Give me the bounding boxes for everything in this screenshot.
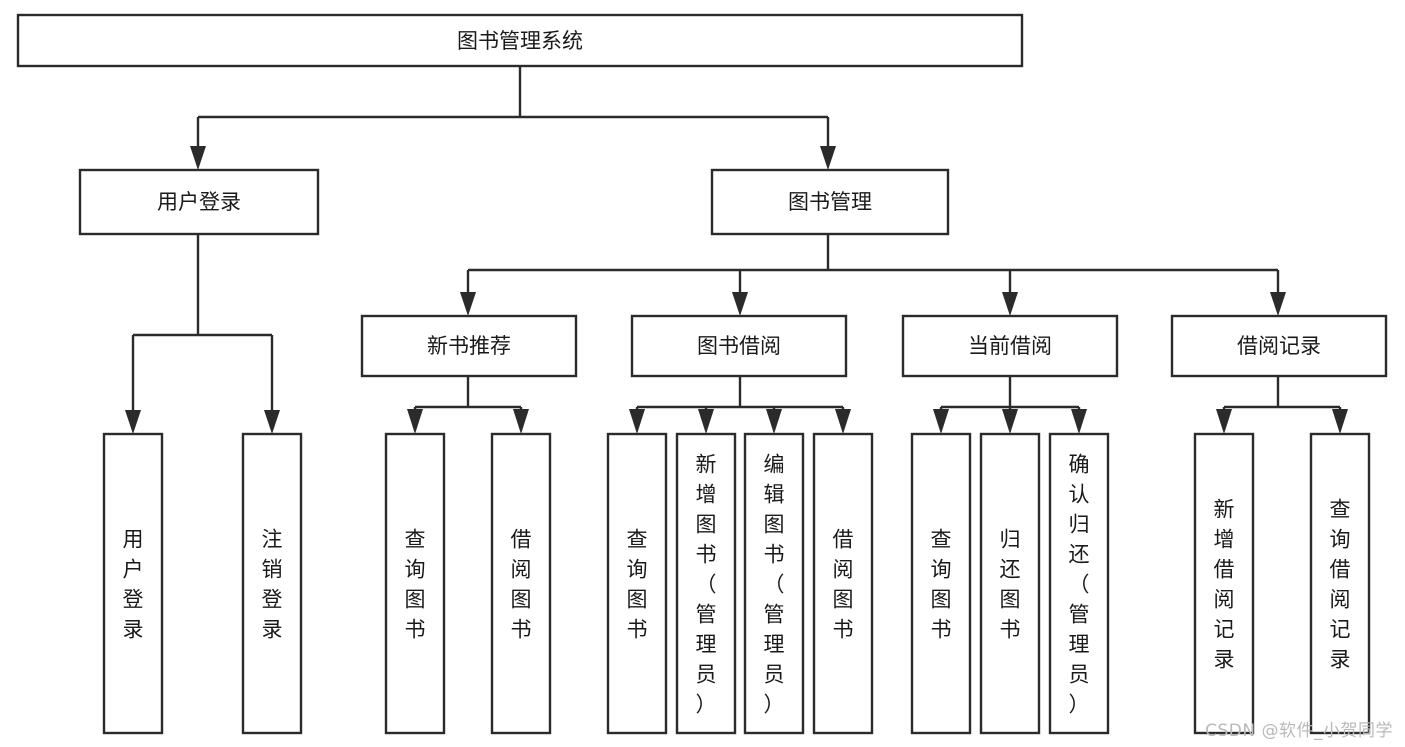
node-box[interactable]	[16, 13, 1024, 68]
node-leaf-query-borrow-record[interactable]: 查询借阅记录	[1309, 432, 1371, 735]
node-leaf-logout[interactable]: 注销登录	[241, 432, 303, 735]
node-label: 新增借阅记录	[1214, 497, 1235, 671]
node-leaf-user-login[interactable]: 用户登录	[102, 432, 164, 735]
node-leaf-confirm-return-admin[interactable]: 确认归还（管理员）	[1048, 432, 1110, 735]
node-label: 图书借阅	[697, 334, 781, 358]
arrow-head-icon	[125, 410, 141, 434]
arrow-head-icon	[835, 409, 851, 434]
node-box[interactable]	[1170, 314, 1388, 378]
node-label: 查询图书	[931, 527, 952, 641]
arrow-head-icon	[732, 292, 748, 316]
arrow-head-icon	[1270, 292, 1286, 316]
connector-layer	[125, 66, 1348, 434]
arrow-head-icon	[1216, 409, 1232, 434]
node-label: 归还图书	[1000, 527, 1021, 641]
arrow-head-icon	[460, 292, 476, 316]
arrow-head-icon	[513, 409, 529, 434]
node-label: 查询图书	[405, 527, 426, 641]
node-box[interactable]	[1309, 432, 1371, 735]
node-label: 当前借阅	[968, 334, 1052, 358]
arrow-head-icon	[933, 409, 949, 434]
watermark-text: CSDN @软件_小贺同学	[1205, 721, 1393, 741]
node-label: 用户登录	[157, 190, 241, 214]
node-box[interactable]	[78, 168, 320, 236]
arrow-head-icon	[698, 409, 714, 434]
node-new-book-recommendation[interactable]: 新书推荐	[360, 314, 578, 378]
node-box[interactable]	[979, 432, 1041, 735]
node-book-management[interactable]: 图书管理	[710, 168, 950, 236]
node-box[interactable]	[675, 432, 737, 735]
node-label: 查询图书	[627, 527, 648, 641]
node-leaf-borrow-book-newbook[interactable]: 借阅图书	[490, 432, 552, 735]
node-box[interactable]	[490, 432, 552, 735]
node-box[interactable]	[606, 432, 668, 735]
node-label: 图书管理系统	[457, 29, 583, 53]
node-root-book-management-system[interactable]: 图书管理系统	[16, 13, 1024, 68]
node-leaf-query-book-borrow[interactable]: 查询图书	[606, 432, 668, 735]
node-box[interactable]	[743, 432, 805, 735]
arrow-head-icon	[190, 146, 206, 170]
node-current-borrow[interactable]: 当前借阅	[901, 314, 1119, 378]
node-box[interactable]	[102, 432, 164, 735]
node-box[interactable]	[360, 314, 578, 378]
node-label: 新书推荐	[427, 334, 511, 358]
node-box[interactable]	[910, 432, 972, 735]
node-label: 新增图书（管理员）	[696, 452, 717, 716]
node-leaf-edit-book-admin[interactable]: 编辑图书（管理员）	[743, 432, 805, 735]
node-borrow-record[interactable]: 借阅记录	[1170, 314, 1388, 378]
arrow-head-icon	[1002, 409, 1018, 434]
node-label: 编辑图书（管理员）	[764, 452, 785, 716]
node-box[interactable]	[710, 168, 950, 236]
node-label: 借阅图书	[833, 527, 854, 641]
node-label: 借阅记录	[1237, 334, 1321, 358]
node-leaf-query-book-current[interactable]: 查询图书	[910, 432, 972, 735]
node-label: 借阅图书	[511, 527, 532, 641]
node-box[interactable]	[1048, 432, 1110, 735]
node-leaf-add-borrow-record[interactable]: 新增借阅记录	[1193, 432, 1255, 735]
arrow-head-icon	[766, 409, 782, 434]
arrow-head-icon	[264, 410, 280, 434]
node-box[interactable]	[241, 432, 303, 735]
arrow-head-icon	[1332, 409, 1348, 434]
node-leaf-query-book-newbook[interactable]: 查询图书	[384, 432, 446, 735]
node-box[interactable]	[384, 432, 446, 735]
node-label: 用户登录	[123, 527, 144, 641]
node-book-borrow[interactable]: 图书借阅	[630, 314, 848, 378]
node-box[interactable]	[1193, 432, 1255, 735]
node-user-login[interactable]: 用户登录	[78, 168, 320, 236]
arrow-head-icon	[1071, 409, 1087, 434]
arrow-head-icon	[407, 409, 423, 434]
node-box[interactable]	[901, 314, 1119, 378]
arrow-head-icon	[1002, 292, 1018, 316]
arrow-head-icon	[820, 146, 836, 170]
node-label: 图书管理	[788, 190, 872, 214]
node-label: 注销登录	[262, 527, 283, 641]
arrow-head-icon	[629, 409, 645, 434]
node-box[interactable]	[630, 314, 848, 378]
node-leaf-add-book-admin[interactable]: 新增图书（管理员）	[675, 432, 737, 735]
node-box[interactable]	[812, 432, 874, 735]
node-leaf-borrow-book-borrow[interactable]: 借阅图书	[812, 432, 874, 735]
node-leaf-return-book[interactable]: 归还图书	[979, 432, 1041, 735]
node-label: 查询借阅记录	[1330, 497, 1351, 671]
node-label: 确认归还（管理员）	[1069, 452, 1090, 716]
